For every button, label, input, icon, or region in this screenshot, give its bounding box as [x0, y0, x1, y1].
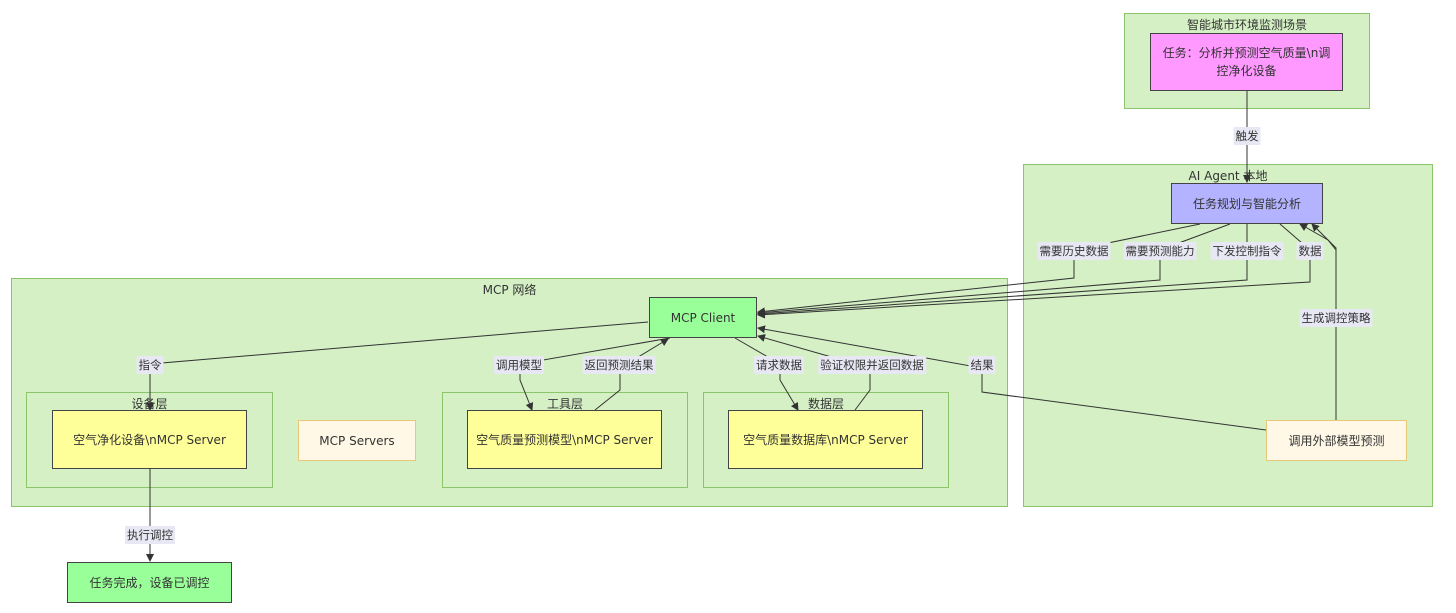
- edge-call-model: [519, 337, 671, 411]
- edge-label-trigger: 触发: [1233, 127, 1261, 145]
- mcp-servers-node[interactable]: MCP Servers: [298, 420, 416, 461]
- mcp-servers-node-label: MCP Servers: [319, 433, 395, 448]
- db-server-node[interactable]: 空气质量数据库\nMCP Server: [728, 410, 923, 469]
- device-server-node-label: 空气净化设备\nMCP Server: [73, 432, 226, 447]
- edge-label-send-cmd: 下发控制指令: [1210, 242, 1284, 260]
- model-server-node-label: 空气质量预测模型\nMCP Server: [476, 432, 653, 447]
- edge-label-instruction: 指令: [136, 356, 164, 374]
- planner-node-label: 任务规划与智能分析: [1192, 196, 1301, 211]
- mcp-client-node-label: MCP Client: [670, 310, 736, 325]
- device-server-node[interactable]: 空气净化设备\nMCP Server: [52, 410, 247, 469]
- edge-label-need-predict: 需要预测能力: [1123, 242, 1197, 260]
- planner-node[interactable]: 任务规划与智能分析: [1171, 183, 1323, 224]
- edge-data: [757, 223, 1311, 319]
- edge-label-execute: 执行调控: [125, 526, 175, 544]
- cluster-data-layer-title: 数据层: [807, 397, 844, 411]
- edge-label-request-data: 请求数据: [754, 356, 804, 374]
- cluster-scene-title: 智能城市环境监测场景: [1186, 18, 1307, 32]
- edge-need-history: [757, 223, 1201, 316]
- edge-verify-return: [757, 334, 871, 411]
- external-model-node-label: 调用外部模型预测: [1288, 433, 1385, 448]
- done-node-label: 任务完成，设备已调控: [89, 575, 210, 590]
- edge-request-data: [734, 337, 799, 411]
- edge-need-predict: [757, 223, 1231, 317]
- edge-label-return-pred: 返回预测结果: [582, 356, 656, 374]
- edge-label-data: 数据: [1296, 242, 1324, 260]
- model-server-node[interactable]: 空气质量预测模型\nMCP Server: [467, 410, 662, 469]
- cluster-tool-layer-title: 工具层: [546, 397, 583, 411]
- db-server-node-label: 空气质量数据库\nMCP Server: [743, 432, 908, 447]
- edge-label-verify-return: 验证权限并返回数据: [818, 356, 926, 374]
- edge-gen-strategy-2: [1311, 223, 1337, 420]
- cluster-mcp-title: MCP 网络: [482, 283, 537, 297]
- edge-return-pred: [594, 338, 669, 411]
- done-node[interactable]: 任务完成，设备已调控: [67, 562, 232, 603]
- mcp-client-node[interactable]: MCP Client: [649, 297, 757, 338]
- edge-label-need-history: 需要历史数据: [1037, 242, 1111, 260]
- edge-label-gen-strategy: 生成调控策略: [1299, 309, 1373, 327]
- edge-label-call-model: 调用模型: [494, 356, 544, 374]
- edge-result: [757, 325, 1267, 431]
- external-model-node[interactable]: 调用外部模型预测: [1266, 420, 1407, 461]
- edge-label-result: 结果: [968, 356, 996, 374]
- task-node-label: 任务：分析并预测空气质量\n调控净化设备: [1162, 46, 1331, 78]
- edge-instruction: [146, 321, 649, 411]
- task-node[interactable]: 任务：分析并预测空气质量\n调控净化设备: [1150, 33, 1343, 91]
